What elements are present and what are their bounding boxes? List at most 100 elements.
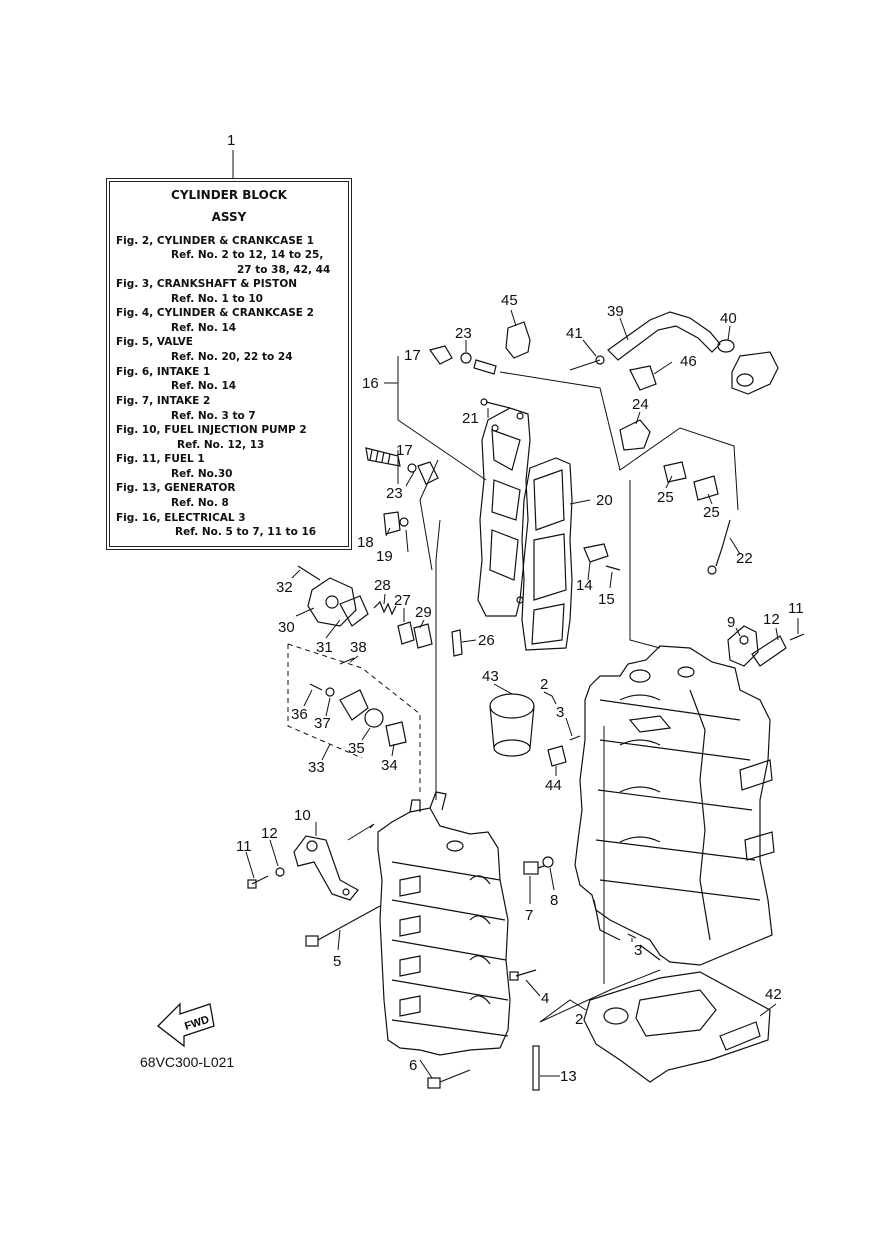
callout-30: 30 bbox=[278, 619, 295, 636]
legend-entry-fig13: Fig. 13, GENERATOR bbox=[116, 482, 236, 494]
callout-11a: 11 bbox=[788, 600, 804, 617]
clip-25a bbox=[663, 461, 687, 483]
washer-8 bbox=[542, 856, 554, 868]
washer-12b bbox=[275, 867, 285, 877]
legend-entry-fig2-refs2: 27 to 38, 42, 44 bbox=[237, 264, 331, 276]
crankcase bbox=[574, 645, 775, 966]
hose-39 bbox=[607, 311, 721, 361]
legend-entry-fig13-refs: Ref. No. 8 bbox=[171, 497, 229, 509]
callout-38: 38 bbox=[350, 639, 367, 656]
callout-21: 21 bbox=[462, 410, 479, 427]
callout-45: 45 bbox=[501, 292, 518, 309]
callout-33: 33 bbox=[308, 759, 325, 776]
gasket-42 bbox=[583, 971, 771, 1083]
plate-12a bbox=[751, 635, 787, 667]
callout-19: 19 bbox=[376, 548, 393, 565]
callout-11b: 11 bbox=[236, 838, 252, 855]
housing-35 bbox=[339, 689, 384, 728]
legend-entry-fig10-refs: Ref. No. 12, 13 bbox=[177, 439, 265, 451]
bracket-14 bbox=[583, 543, 609, 563]
legend-entry-fig11: Fig. 11, FUEL 1 bbox=[116, 453, 205, 465]
spring-28 bbox=[373, 600, 397, 616]
bolt-32 bbox=[297, 565, 321, 581]
callout-2b: 2 bbox=[575, 1011, 583, 1028]
callout-5: 5 bbox=[333, 953, 341, 970]
crankcase-cover-21 bbox=[477, 407, 531, 617]
callout-4: 4 bbox=[541, 990, 549, 1007]
stud-13 bbox=[532, 1045, 540, 1091]
drawing-code: 68VC300-L021 bbox=[140, 1054, 235, 1070]
clip-25b bbox=[693, 475, 719, 501]
valve-24 bbox=[619, 419, 651, 451]
callout-8: 8 bbox=[550, 892, 558, 909]
callout-7: 7 bbox=[525, 907, 533, 924]
callout-28: 28 bbox=[374, 577, 391, 594]
callout-12b: 12 bbox=[261, 825, 278, 842]
fwd-arrow: FWD bbox=[157, 1002, 215, 1048]
gasket-31 bbox=[339, 595, 369, 627]
callout-34: 34 bbox=[381, 757, 398, 774]
callout-9: 9 bbox=[727, 614, 735, 631]
callout-37: 37 bbox=[314, 715, 331, 732]
callout-31: 31 bbox=[316, 639, 333, 656]
legend-entry-fig5: Fig. 5, VALVE bbox=[116, 336, 193, 348]
callout-25a: 25 bbox=[657, 489, 674, 506]
callout-17a: 17 bbox=[404, 347, 421, 364]
legend-entry-fig6: Fig. 6, INTAKE 1 bbox=[116, 366, 211, 378]
vapor-separator-fitting bbox=[731, 351, 779, 395]
seal-29 bbox=[413, 623, 433, 649]
callout-44: 44 bbox=[545, 777, 562, 794]
callout-20: 20 bbox=[596, 492, 613, 509]
legend-box: CYLINDER BLOCK ASSY Fig. 2, CYLINDER & C… bbox=[106, 178, 352, 550]
bolt-38 bbox=[339, 657, 355, 665]
callout-29: 29 bbox=[415, 604, 432, 621]
callout-23a: 23 bbox=[455, 325, 472, 342]
bracket-9 bbox=[727, 625, 759, 667]
plug-34 bbox=[385, 721, 407, 747]
callout-39: 39 bbox=[607, 303, 624, 320]
fwd-label: FWD bbox=[183, 1014, 211, 1033]
legend-entry-fig4-refs: Ref. No. 14 bbox=[171, 322, 237, 334]
hose-clip-40 bbox=[717, 339, 735, 353]
callout-3b: 3 bbox=[634, 942, 642, 959]
callout-10: 10 bbox=[294, 807, 311, 824]
hose-17-corrugated bbox=[365, 447, 401, 467]
callout-3a: 3 bbox=[556, 704, 564, 721]
hose-22 bbox=[707, 519, 731, 575]
legend-box-inner bbox=[109, 181, 349, 547]
callout-25b: 25 bbox=[703, 504, 720, 521]
hose-short-top bbox=[473, 359, 497, 375]
bolt-5 bbox=[305, 905, 381, 947]
legend-entry-fig7: Fig. 7, INTAKE 2 bbox=[116, 395, 211, 407]
union-44 bbox=[547, 745, 567, 767]
callout-2a: 2 bbox=[540, 676, 548, 693]
group-33-box bbox=[287, 643, 421, 796]
clip-46 bbox=[629, 365, 657, 391]
clamp-45 bbox=[505, 321, 531, 359]
legend-entry-fig6-refs: Ref. No. 14 bbox=[171, 380, 237, 392]
gasket-20 bbox=[521, 457, 573, 651]
callout-17b: 17 bbox=[396, 442, 413, 459]
legend-title: CYLINDER BLOCK bbox=[171, 188, 287, 202]
callout-1: 1 bbox=[227, 132, 235, 149]
callout-14: 14 bbox=[576, 577, 593, 594]
callout-26: 26 bbox=[478, 632, 495, 649]
leader-lines bbox=[245, 309, 799, 1079]
callout-13: 13 bbox=[560, 1068, 577, 1085]
legend-entry-fig7-refs: Ref. No. 3 to 7 bbox=[171, 410, 256, 422]
callout-46: 46 bbox=[680, 353, 697, 370]
oring-41 bbox=[595, 355, 605, 365]
legend-entry-fig2-refs1: Ref. No. 2 to 12, 14 to 25, bbox=[171, 249, 324, 261]
bolt-36 bbox=[309, 683, 323, 691]
legend-entry-fig5-refs: Ref. No. 20, 22 to 24 bbox=[171, 351, 293, 363]
bolt-4 bbox=[509, 969, 537, 981]
bolt-6 bbox=[427, 1069, 471, 1089]
callout-36: 36 bbox=[291, 706, 308, 723]
callout-27: 27 bbox=[394, 592, 411, 609]
legend-entry-fig4: Fig. 4, CYLINDER & CRANKCASE 2 bbox=[116, 307, 314, 319]
pin-26 bbox=[451, 629, 463, 657]
oil-filter-43 bbox=[489, 693, 535, 757]
legend-entry-fig11-refs: Ref. No.30 bbox=[171, 468, 233, 480]
cover-30 bbox=[307, 577, 357, 627]
